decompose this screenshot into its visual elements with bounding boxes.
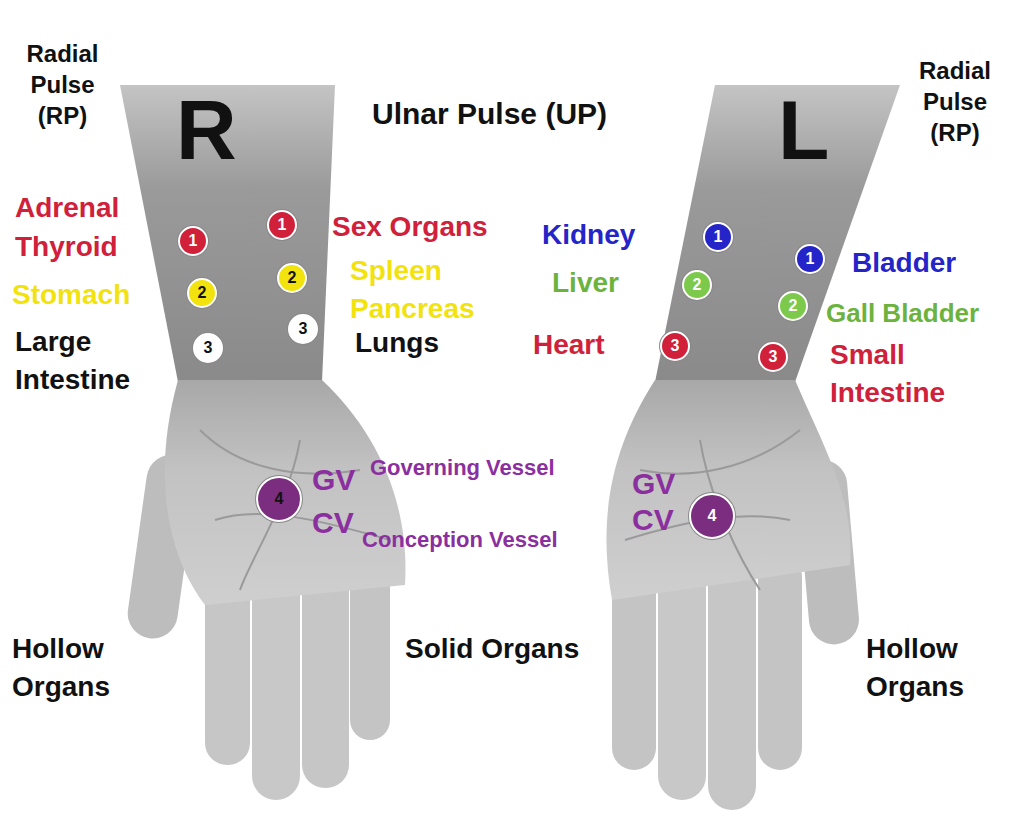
organ-label: Heart <box>533 328 605 362</box>
vessel-abbrev: GV <box>312 462 355 498</box>
callout-number: 4 <box>275 491 284 507</box>
pulse-point-circle: 4 <box>256 476 302 522</box>
pulse-point-circle: 1 <box>703 222 733 252</box>
group-label: Solid Organs <box>405 632 579 666</box>
pulse-point-circle: 1 <box>795 244 825 274</box>
callout-number: 1 <box>806 251 815 267</box>
right-hand <box>120 85 405 800</box>
callout-number: 2 <box>693 277 702 293</box>
pulse-point-circle: 1 <box>267 210 297 240</box>
vessel-label: Governing Vessel <box>370 455 555 481</box>
callout-number: 4 <box>708 508 717 524</box>
vessel-abbrev: GV <box>632 466 675 502</box>
organ-label: Bladder <box>852 246 956 280</box>
pulse-point-circle: 3 <box>660 331 690 361</box>
organ-label: Adrenal Thyroid <box>15 188 155 266</box>
callout-number: 1 <box>278 217 287 233</box>
pulse-point-circle: 3 <box>193 333 223 363</box>
pulse-point-circle: 3 <box>288 314 318 344</box>
hand-letter: L <box>778 88 829 172</box>
pulse-heading: Ulnar Pulse (UP) <box>372 96 607 132</box>
organ-label: Liver <box>552 266 619 300</box>
organ-label: Kidney <box>542 218 635 252</box>
vessel-label: Conception Vessel <box>362 527 558 553</box>
pulse-heading: Radial Pulse (RP) <box>905 55 1005 149</box>
callout-number: 2 <box>288 270 297 286</box>
pulse-point-circle: 2 <box>778 291 808 321</box>
organ-label: Spleen Pancreas <box>350 252 515 328</box>
callout-number: 1 <box>714 229 723 245</box>
vessel-abbrev: CV <box>632 502 674 538</box>
left-hand <box>606 85 900 810</box>
organ-label: Stomach <box>12 278 130 312</box>
group-label: Hollow Organs <box>12 630 147 706</box>
organ-label: Sex Organs <box>332 210 488 244</box>
organ-label: Large Intestine <box>15 323 175 399</box>
callout-number: 2 <box>198 285 207 301</box>
callout-number: 3 <box>671 338 680 354</box>
organ-label: Lungs <box>355 326 439 360</box>
pulse-point-circle: 2 <box>187 278 217 308</box>
organ-label: Gall Bladder <box>826 298 979 329</box>
pulse-point-circle: 2 <box>277 263 307 293</box>
pulse-point-circle: 2 <box>682 270 712 300</box>
group-label: Hollow Organs <box>866 630 1006 706</box>
pulse-heading: Radial Pulse (RP) <box>15 38 110 132</box>
callout-number: 3 <box>299 321 308 337</box>
callout-number: 1 <box>189 233 198 249</box>
callout-number: 2 <box>789 298 798 314</box>
callout-number: 3 <box>769 349 778 365</box>
pulse-point-circle: 1 <box>178 226 208 256</box>
hand-letter: R <box>176 88 237 172</box>
pulse-point-circle: 3 <box>758 342 788 372</box>
organ-label: Small Intestine <box>830 336 995 412</box>
vessel-abbrev: CV <box>312 505 354 541</box>
callout-number: 3 <box>204 340 213 356</box>
pulse-point-circle: 4 <box>689 493 735 539</box>
